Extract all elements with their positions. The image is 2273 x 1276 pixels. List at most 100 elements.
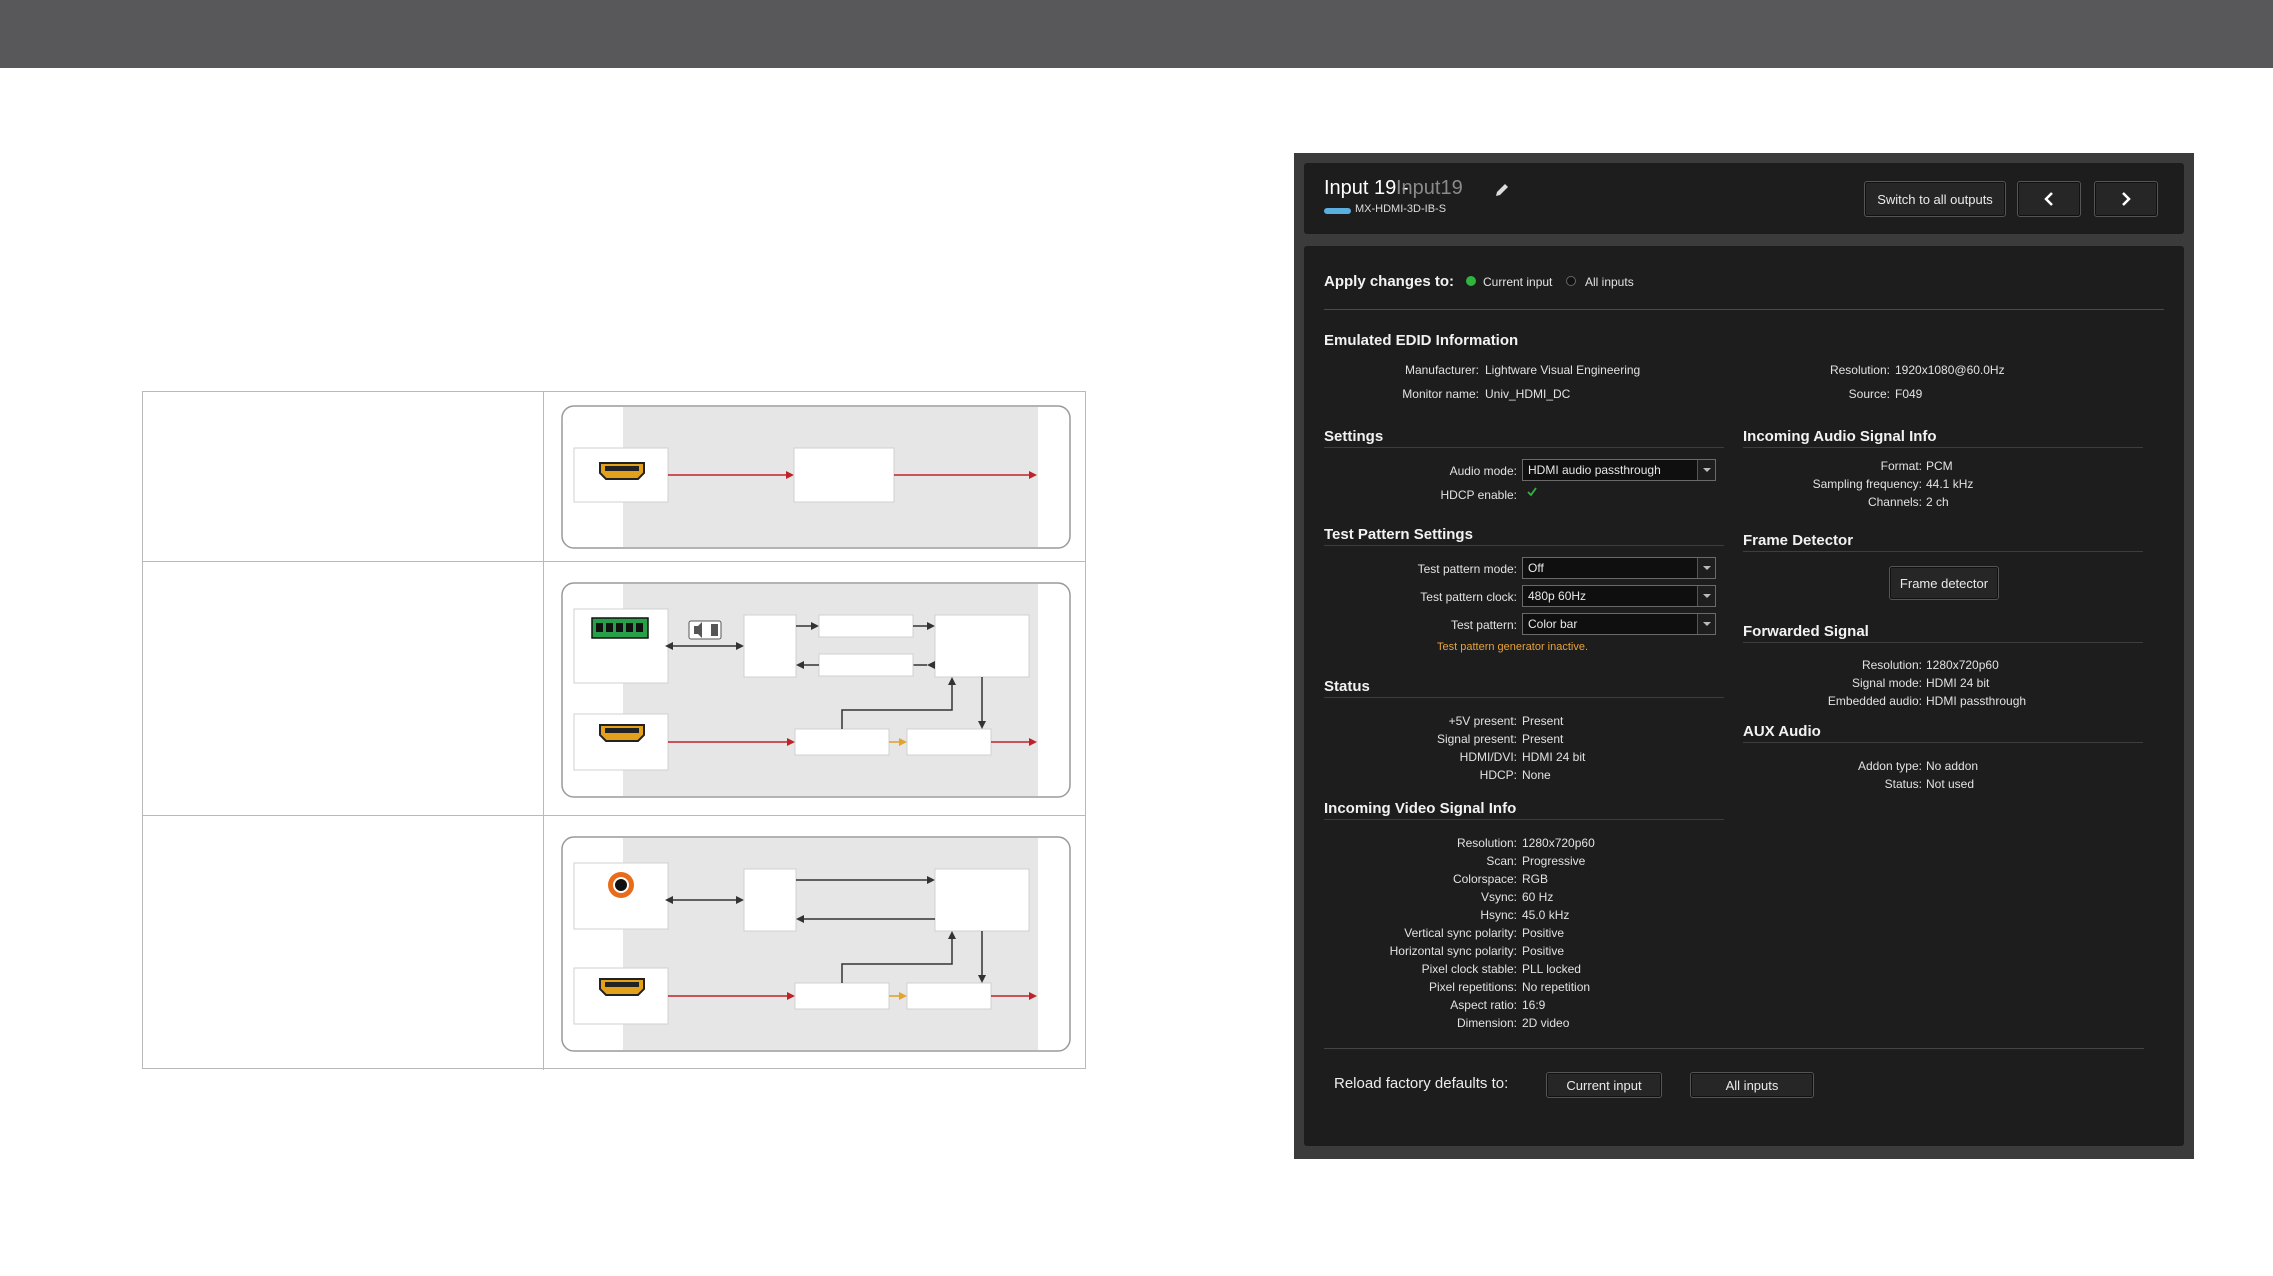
table-cell-description [143,392,544,561]
info-label: Hsync: [1480,908,1517,922]
monitor-name-value: Univ_HDMI_DC [1485,387,1571,401]
edid-resolution-value: 1920x1080@60.0Hz [1895,363,2005,377]
reload-current-input-button[interactable]: Current input [1546,1072,1662,1098]
edid-source-value: F049 [1895,387,1923,401]
top-header-bar [0,0,2273,68]
frame-detector-button[interactable]: Frame detector [1889,566,1999,600]
info-value: Present [1522,714,1564,728]
table-cell-description [143,562,544,815]
speaker-toggle-icon [688,620,722,640]
apply-changes-label: Apply changes to: [1324,273,1455,290]
chevron-left-icon [2044,192,2053,206]
info-value: 2 ch [1926,495,1949,509]
info-label: Status: [1884,777,1922,791]
all-inputs-radio[interactable] [1566,276,1576,286]
chevron-right-icon [2122,192,2131,206]
info-label: Vertical sync polarity: [1404,926,1517,940]
info-value: HDMI passthrough [1926,694,2027,708]
info-label: Horizontal sync polarity: [1389,944,1517,958]
manufacturer-value: Lightware Visual Engineering [1485,363,1641,377]
test-pattern-select[interactable]: Color bar [1522,613,1716,635]
info-value: 44.1 kHz [1926,477,1974,491]
test-pattern-warning: Test pattern generator inactive. [1437,641,1589,653]
test-pattern-mode-label: Test pattern mode: [1417,562,1517,576]
previous-input-button[interactable] [2017,181,2081,217]
diagram-table [142,391,1086,1070]
reload-defaults-label: Reload factory defaults to: [1334,1075,1509,1092]
test-pattern-label: Test pattern: [1450,618,1517,632]
test-pattern-clock-select[interactable]: 480p 60Hz [1522,585,1716,607]
info-label: Format: [1880,459,1922,473]
settings-section-title: Settings [1324,428,1384,445]
edid-section-title: Emulated EDID Information [1324,332,1519,349]
edid-source-label: Source: [1848,387,1890,401]
info-value: 1280x720p60 [1522,836,1595,850]
audio-info-section-title: Incoming Audio Signal Info [1743,428,1937,445]
status-section-title: Status [1324,678,1370,695]
info-value: HDMI 24 bit [1926,676,1990,690]
info-value: 2D video [1522,1016,1570,1030]
audio-mode-label: Audio mode: [1449,464,1517,478]
current-input-radio[interactable] [1466,276,1476,286]
hdcp-enable-label: HDCP enable: [1440,488,1518,502]
info-label: Pixel clock stable: [1421,962,1517,976]
info-label: +5V present: [1448,714,1517,728]
input-title-prefix: Input 19 - [1324,177,1409,199]
device-name: MX-HDMI-3D-IB-S [1355,203,1447,215]
info-label: Dimension: [1456,1016,1517,1030]
info-label: Embedded audio: [1827,694,1922,708]
info-label: Scan: [1486,854,1517,868]
frame-detector-section-title: Frame Detector [1743,532,1854,549]
info-value: 45.0 kHz [1522,908,1570,922]
input-name[interactable]: Input19 [1396,177,1463,199]
info-value: RGB [1522,872,1549,886]
panel-body: Apply changes to: Current input All inpu… [1304,246,2184,1146]
info-label: Addon type: [1857,759,1922,773]
rca-audio-diagram [561,836,1071,1052]
info-value: Progressive [1522,854,1586,868]
info-value: 60 Hz [1522,890,1554,904]
pencil-icon[interactable] [1494,182,1510,198]
info-value: 16:9 [1522,998,1546,1012]
next-input-button[interactable] [2094,181,2158,217]
terminal-block-icon [591,617,649,639]
input-settings-panel: Input 19 - Input19 MX-HDMI-3D-IB-S Switc… [1294,153,2194,1159]
video-info-section-title: Incoming Video Signal Info [1324,800,1517,817]
info-label: Pixel repetitions: [1428,980,1517,994]
info-value: PLL locked [1522,962,1581,976]
hdmi-port-icon [599,462,645,480]
monitor-name-label: Monitor name: [1402,387,1479,401]
table-row [143,562,1085,816]
info-label: Resolution: [1861,658,1922,672]
hdcp-enable-checkbox[interactable] [1526,486,1538,498]
aux-audio-section-title: AUX Audio [1743,723,1821,740]
info-value: No repetition [1522,980,1591,994]
test-pattern-section-title: Test Pattern Settings [1324,526,1473,543]
test-pattern-mode-select[interactable]: Off [1522,557,1716,579]
info-value: HDMI 24 bit [1522,750,1586,764]
info-label: HDCP: [1479,768,1517,782]
info-label: Signal present: [1436,732,1517,746]
hdmi-port-icon [599,978,645,996]
device-color-tag [1324,208,1351,214]
info-value: Positive [1522,944,1565,958]
manufacturer-label: Manufacturer: [1404,363,1479,377]
forwarded-signal-section-title: Forwarded Signal [1743,623,1869,640]
current-input-radio-label[interactable]: Current input [1483,275,1553,289]
info-value: None [1522,768,1551,782]
info-value: Present [1522,732,1564,746]
audio-mode-select[interactable]: HDMI audio passthrough [1522,459,1716,481]
test-pattern-clock-label: Test pattern clock: [1420,590,1517,604]
hdmi-only-diagram [561,405,1071,549]
hdmi-port-icon [599,724,645,742]
analog-audio-terminal-diagram [561,582,1071,798]
info-label: Resolution: [1456,836,1517,850]
switch-to-all-outputs-button[interactable]: Switch to all outputs [1864,181,2006,217]
reload-all-inputs-button[interactable]: All inputs [1690,1072,1814,1098]
info-value: 1280x720p60 [1926,658,1999,672]
info-value: PCM [1926,459,1953,473]
info-label: Sampling frequency: [1812,477,1922,491]
rca-port-icon [608,872,634,898]
info-label: Aspect ratio: [1450,998,1517,1012]
all-inputs-radio-label[interactable]: All inputs [1585,275,1634,289]
